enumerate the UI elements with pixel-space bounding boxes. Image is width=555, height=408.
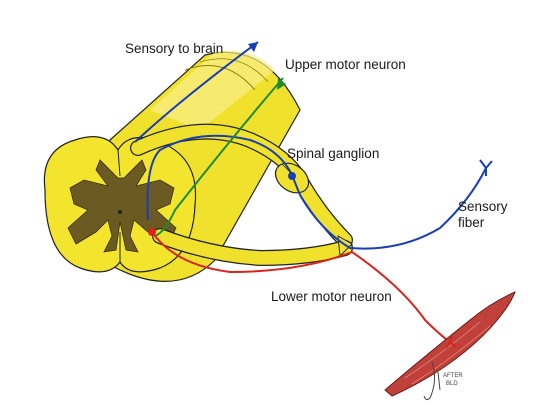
spinal-cord-ridge <box>184 65 256 91</box>
signature-line2: BLD <box>446 381 458 387</box>
sensory-fiber-label-line1: Sensory <box>458 199 508 214</box>
ganglion-leader-line <box>281 163 293 175</box>
arrow-head <box>277 78 286 90</box>
sensory-to-brain-path <box>134 41 259 143</box>
motor-neuron-cell-body <box>148 228 156 236</box>
lower-motor-neuron-label: Lower motor neuron <box>271 289 392 304</box>
spinal-cord-ridge <box>199 58 269 83</box>
muscle-striation <box>404 321 491 385</box>
upper-motor-neuron-path <box>154 77 284 237</box>
neuromuscular-junction <box>445 334 457 349</box>
lower-motor-neuron-path <box>151 231 451 343</box>
arrow-head <box>248 42 258 52</box>
spinal-cord <box>43 50 301 282</box>
ganglion-cell-body <box>288 172 296 180</box>
anterior-median-fissure <box>117 149 121 177</box>
upper-motor-neuron-label: Upper motor neuron <box>285 57 406 72</box>
muscle <box>384 291 516 397</box>
sensory-receptor-icon <box>479 159 493 176</box>
lower-motor-pathway <box>148 228 451 343</box>
sensory-to-brain-label: Sensory to brain <box>125 41 224 56</box>
ventral-root <box>153 229 352 265</box>
sensory-fiber-label-line2: fiber <box>458 215 485 230</box>
spinal-ganglion-label: Spinal ganglion <box>287 146 380 161</box>
artist-signature <box>423 361 441 401</box>
upper-motor-pathway <box>154 77 286 237</box>
spinal-cord-top-shading <box>150 50 275 130</box>
signature-line1: AFTER <box>443 373 463 379</box>
sensory-pathway <box>134 41 493 250</box>
sensory-fiber-path <box>146 134 487 250</box>
central-canal <box>118 210 122 214</box>
